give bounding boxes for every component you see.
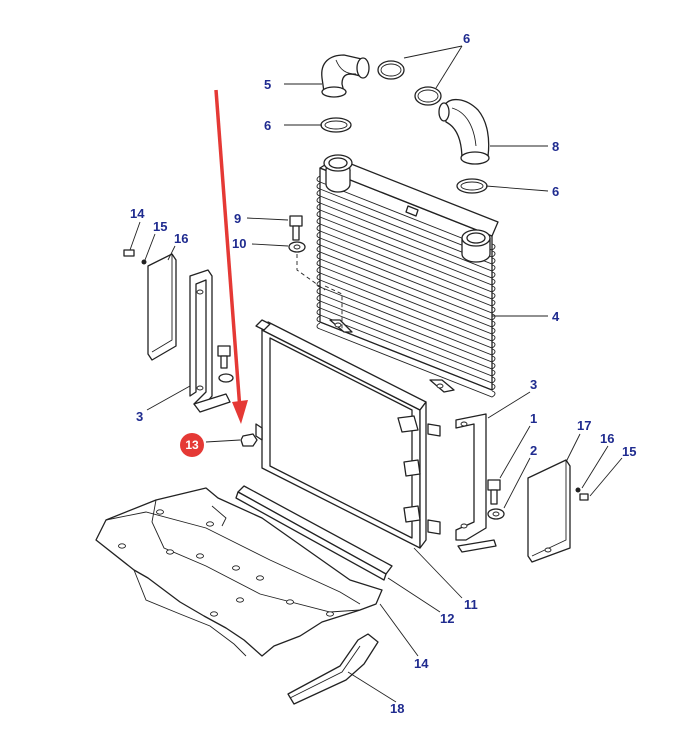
intercooler-fin [316,266,496,342]
intercooler-fin [316,175,496,251]
part-label-16-left: 15 [153,219,168,234]
bolt-1 [487,479,501,505]
intercooler-fin [316,315,496,391]
bolt-left-bracket [217,345,234,383]
side-plate-17-left [147,253,177,361]
washer-16-right [575,487,581,493]
frame-holes [118,509,334,617]
seal-strip-12 [235,485,393,581]
part-label-16-right: 16 [600,431,615,446]
part-label-1: 1 [530,411,538,426]
part-label-6-c: 6 [552,184,560,199]
washer-2 [487,508,505,520]
part-label-6-a: 6 [264,118,272,133]
hose-7 [321,54,370,98]
part-label-2: 2 [530,443,538,458]
leader-lines [129,45,623,703]
intercooler-fin [316,252,496,328]
part-label-11: 11 [464,597,478,612]
part-label-12: 12 [440,611,455,626]
nut-13 [240,433,258,447]
part-label-5: 4 [552,309,560,324]
intercooler [316,154,499,398]
screw-15-right [579,493,589,501]
intercooler-fin [316,322,496,398]
part-label-3: 3 [136,409,144,424]
intercooler-fin [316,217,496,293]
intercooler-fin [316,231,496,307]
highlighted-part-badge-13: 13 [180,433,204,457]
part-label-17-left: 16 [174,231,189,246]
intercooler-fin [316,224,496,300]
intercooler-fin [316,245,496,321]
bolt-9 [289,215,303,241]
intercooler-fin [316,308,496,384]
duct-18 [287,633,379,705]
intercooler-fin [316,301,496,377]
part-label-18: 18 [390,701,405,716]
intercooler-fin [316,203,496,279]
screw-15-left [123,249,135,257]
intercooler-fin [316,182,496,258]
part-label-10: 10 [232,236,247,251]
part-label-17-right: 17 [577,418,592,433]
side-plate-17-right [527,459,571,563]
washer-10 [288,241,306,253]
intercooler-fin [316,273,496,349]
part-label-8: 8 [552,139,560,154]
intercooler-fin [316,287,496,363]
part-label-15-left: 14 [130,206,145,221]
hose-8 [438,99,490,165]
intercooler-fin [316,210,496,286]
radiator [255,319,441,549]
intercooler-fin [316,294,496,370]
part-label-9: 9 [234,211,242,226]
part-label-7: 5 [264,77,272,92]
highlight-arrow [214,89,248,424]
part-label-6-b: 6 [463,31,471,46]
bracket-3 [189,269,231,413]
part-label-15-right: 15 [622,444,637,459]
bracket-4 [455,413,497,553]
frame-14 [95,487,383,657]
intercooler-fin [316,196,496,272]
part-label-4: 3 [530,377,538,392]
intercooler-fin [316,280,496,356]
washer-16-left [141,259,147,265]
intercooler-fin [316,189,496,265]
intercooler-fin [316,238,496,314]
intercooler-fin [316,259,496,335]
part-label-14: 14 [414,656,429,671]
